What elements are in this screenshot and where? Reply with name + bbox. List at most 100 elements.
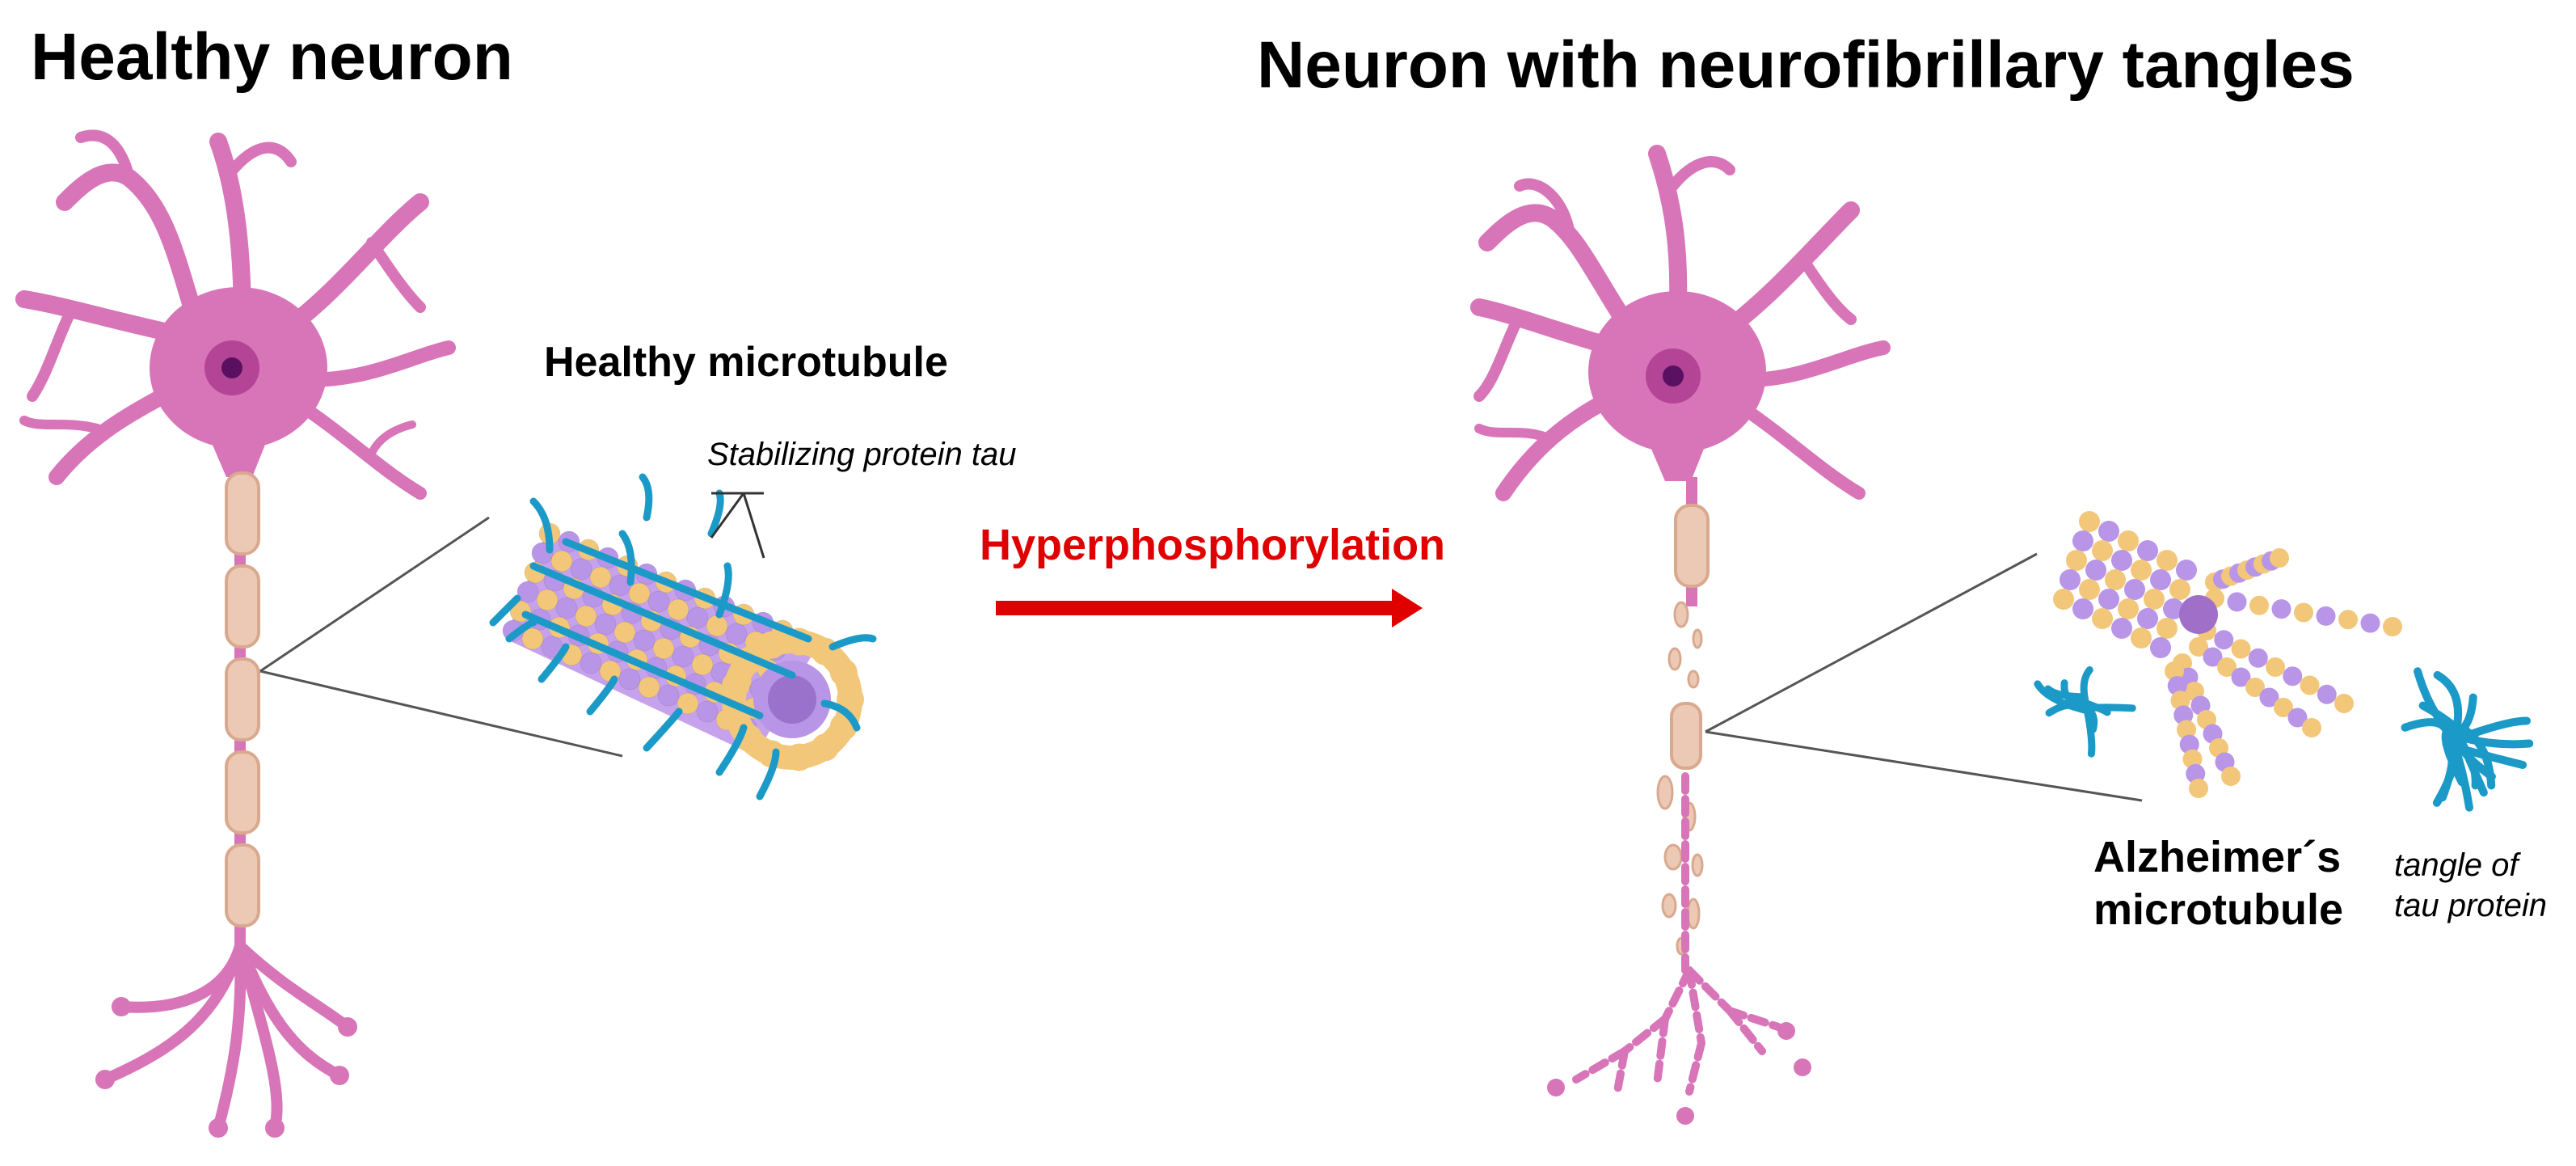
tau-pointer-lines — [710, 492, 765, 559]
tubulin-subunit — [2079, 511, 2100, 532]
healthy-zoom-lines — [259, 516, 623, 758]
myelin-fragment — [1687, 670, 1700, 689]
microtubule-open-end — [2179, 595, 2218, 634]
tubulin-subunit — [2144, 589, 2165, 610]
tau-strand — [521, 610, 764, 720]
broken-axon-segment — [1621, 1015, 1669, 1055]
tubulin-subunit — [672, 645, 694, 668]
tubulin-subunit — [2053, 589, 2074, 610]
tau-tangle-label-line1: tangle of — [2394, 847, 2519, 883]
tangle-axon-hillock — [1641, 425, 1714, 481]
tau-filament — [2448, 728, 2496, 781]
healthy-myelin-sheaths — [225, 471, 260, 927]
tubulin-subunit — [686, 606, 709, 629]
tau-strand — [562, 538, 812, 643]
tubulin-chain-subunit — [2360, 613, 2380, 633]
tau-tail — [538, 643, 570, 683]
tubulin-subunit — [647, 590, 670, 613]
tubulin-subunit — [2163, 598, 2184, 619]
tubulin-subunit — [2066, 550, 2087, 571]
broken-axon-segment — [1726, 1007, 1782, 1031]
tau-filament — [2433, 670, 2462, 729]
broken-axon-segment — [1661, 966, 1693, 1023]
tau-tail — [618, 530, 635, 586]
tubulin-subunit — [2092, 540, 2113, 561]
tubulin-subunit — [2157, 618, 2178, 639]
tubulin-chain-subunit — [2271, 599, 2291, 619]
tubulin-subunit — [613, 621, 636, 644]
tubulin-subunit — [706, 615, 728, 637]
tubulin-chain-subunit — [2170, 691, 2190, 711]
tubulin-subunit — [521, 627, 544, 650]
myelin-fragment — [1667, 647, 1682, 671]
tubulin-subunit — [2060, 569, 2081, 590]
tau-tangle-large — [2401, 667, 2534, 812]
tubulin-subunit — [725, 623, 748, 645]
tubulin-subunit — [570, 558, 592, 581]
tubulin-chain-subunit — [2179, 734, 2199, 754]
tubulin-subunit — [667, 598, 689, 621]
tubulin-subunit — [2079, 579, 2100, 600]
tubulin-subunit — [575, 605, 597, 627]
alzheimers-label-line2: microtubule — [2093, 885, 2344, 934]
tau-filament — [2456, 733, 2488, 797]
tau-tangle-label-line2: tau protein — [2394, 888, 2548, 923]
tau-filament — [2060, 679, 2084, 703]
tubulin-chain-subunit — [2248, 648, 2268, 668]
tau-strand — [529, 562, 796, 679]
tau-tail — [715, 724, 748, 776]
tangle-zoom-lines — [1705, 552, 2143, 802]
stabilizing-tau-strands — [489, 473, 877, 801]
tubulin-chain-subunit — [2177, 720, 2196, 740]
tubulin-subunit — [550, 550, 573, 572]
tubulin-subunit — [2176, 560, 2197, 581]
tau-filament — [2080, 665, 2093, 701]
myelin-fragment — [1692, 628, 1703, 649]
tubulin-chain-subunit — [2186, 763, 2206, 784]
tubulin-subunit — [633, 629, 656, 652]
stabilizing-tau-label: Stabilizing protein tau — [707, 437, 1017, 472]
tubulin-subunit — [677, 692, 699, 715]
tubulin-chain-subunit — [2231, 667, 2251, 687]
tau-tail — [489, 594, 521, 627]
tau-tangle-small — [2034, 665, 2136, 758]
hyperphosphorylation-arrow — [996, 589, 1423, 627]
tubulin-subunit — [536, 589, 559, 611]
broken-axon-segment — [1653, 1015, 1669, 1088]
myelin-fragment — [1691, 853, 1704, 877]
tubulin-chain-subunit — [2283, 666, 2303, 687]
tau-tail — [707, 489, 724, 538]
hyperphosphorylation-label: Hyperphosphorylation — [980, 521, 1446, 569]
tubulin-subunit — [628, 582, 651, 605]
broken-axon-segment — [1726, 1007, 1766, 1055]
tubulin-chain-subunit — [2266, 657, 2285, 677]
tubulin-subunit — [2131, 560, 2152, 581]
tau-filament — [2414, 667, 2457, 741]
tubulin-subunit — [657, 684, 680, 707]
tangle-myelin-intact — [1674, 504, 1710, 588]
alzheimers-label-line1: Alzheimer´s — [2093, 833, 2342, 881]
tangle-neuron — [1470, 145, 1891, 1125]
tubulin-chain-subunit — [2259, 687, 2279, 708]
tubulin-subunit — [2085, 560, 2106, 581]
tangle-nucleus — [1663, 365, 1684, 387]
tau-filament — [2034, 680, 2091, 715]
alzheimers-microtubule — [2053, 511, 2402, 798]
tubulin-chain-subunit — [2231, 639, 2251, 659]
detached-bouton — [1676, 1107, 1694, 1125]
tubulin-chain-subunit — [2214, 630, 2234, 650]
tubulin-subunit — [2118, 598, 2139, 619]
tubulin-chain-subunit — [2287, 708, 2308, 728]
tau-tail — [529, 497, 554, 554]
detached-bouton — [1794, 1058, 1811, 1076]
tubulin-subunit — [652, 637, 675, 660]
tau-tail — [505, 619, 538, 643]
broken-axon-segment — [1685, 966, 1734, 1015]
healthy-microtubule — [489, 473, 877, 801]
tau-tail — [586, 675, 618, 716]
tubulin-subunit — [2157, 550, 2178, 571]
tubulin-subunit — [2118, 530, 2139, 551]
tubulin-subunit — [618, 668, 641, 691]
tau-tail — [715, 562, 732, 619]
